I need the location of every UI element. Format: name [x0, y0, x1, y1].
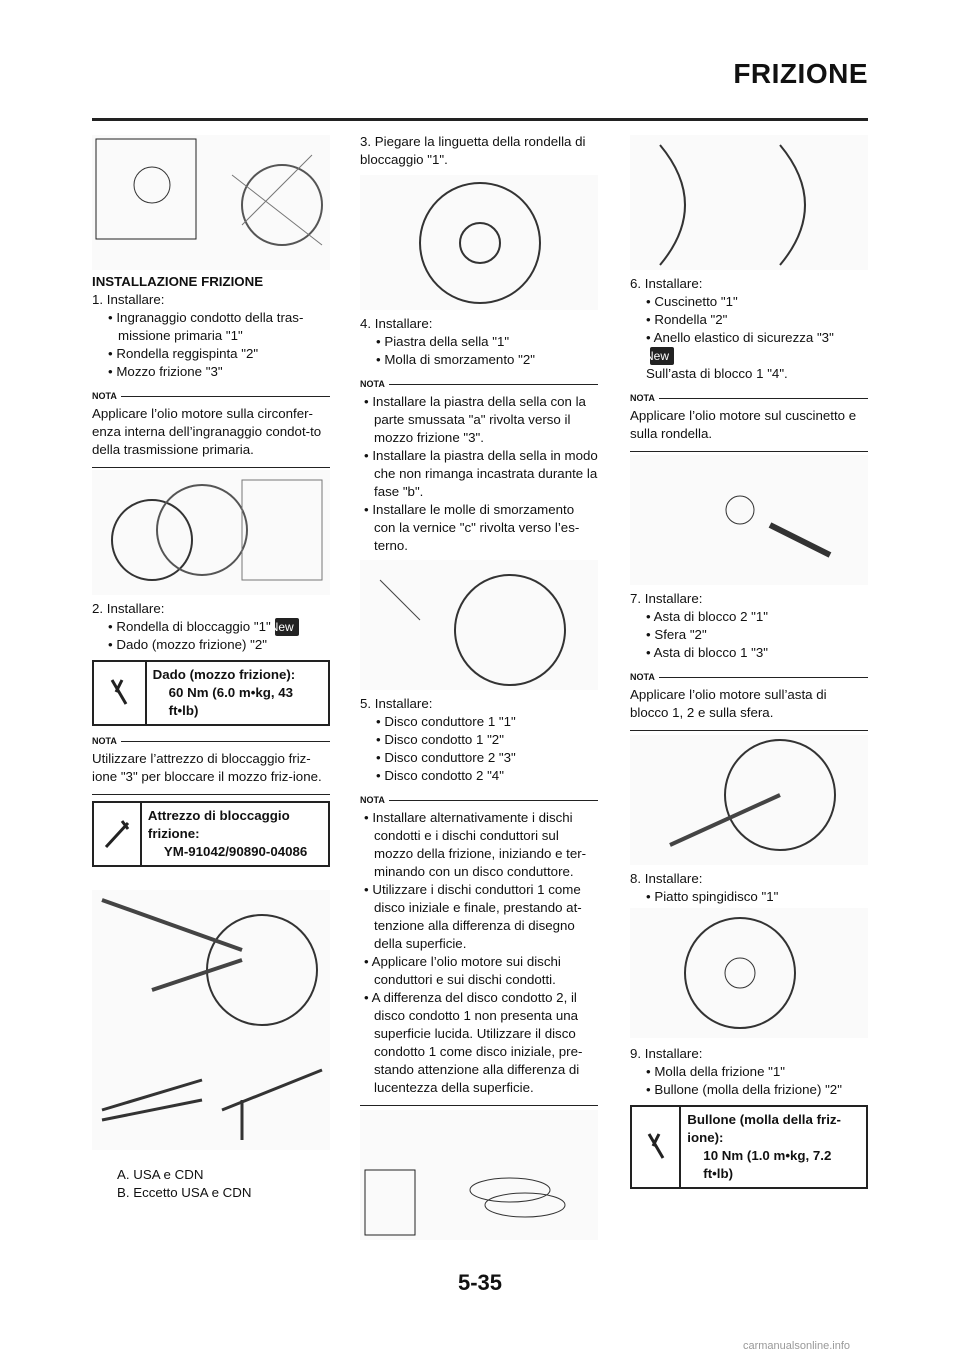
caption-b: B. Eccetto USA e CDN [117, 1185, 252, 1200]
nota-text: Applicare l’olio motore sull’asta di blo… [630, 686, 868, 731]
column-3-c: 8. Installare: • Piatto spingidisco "1" [630, 870, 868, 906]
nota-item: • Utilizzare i dischi conduttori 1 come … [364, 882, 582, 951]
list-item: • Asta di blocco 2 "1" [646, 609, 769, 624]
column-3-d: 9. Installare: • Molla della frizione "1… [630, 1045, 868, 1189]
list-item: • Piatto spingidisco "1" [646, 889, 779, 904]
spec-box: Dado (mozzo frizione): 60 Nm (6.0 m•kg, 4… [92, 660, 330, 726]
figure-clutch-discs [630, 135, 868, 270]
nota-list: • Installare la piastra della sella con … [360, 393, 598, 564]
wrench-icon [632, 1107, 682, 1187]
nota-label: NOTA [92, 387, 330, 405]
figure-clutch-plates [360, 1110, 598, 1240]
column-2: 3. Piegare la linguetta della rondella d… [360, 133, 598, 169]
list-item: • Molla di smorzamento "2" [376, 352, 535, 367]
spec-title: Attrezzo di bloccaggio frizione: [147, 808, 290, 841]
wrench-icon [94, 662, 147, 724]
nota-text: Applicare l’olio motore sul cuscinetto e… [630, 407, 868, 452]
step-6: 6. Installare: [630, 276, 703, 291]
nota-block: NOTA Applicare l’olio motore sull’asta d… [630, 668, 868, 731]
nota-label: NOTA [630, 389, 868, 407]
nota-item: • Installare le molle di smorzamento con… [364, 502, 580, 553]
nota-block: NOTA Applicare l’olio motore sulla circo… [92, 387, 330, 468]
step-3: 3. Piegare la linguetta della rondella d… [360, 134, 586, 167]
list-item: • Rondella reggispinta "2" [108, 346, 259, 361]
spec-title: Dado (mozzo frizione): [152, 667, 296, 682]
new-badge: New [270, 618, 299, 636]
list-item: • Sfera "2" [646, 627, 707, 642]
column-3: 6. Installare: • Cuscinetto "1" • Rondel… [630, 275, 868, 456]
tool-icon [94, 803, 142, 865]
list-item: • Dado (mozzo frizione) "2" [108, 637, 267, 652]
spec-value: 60 Nm (6.0 m•kg, 43 ft•lb) [168, 685, 294, 718]
nota-block: NOTA • Installare la piastra della sella… [360, 375, 598, 564]
list-item: • Disco condotto 2 "4" [376, 768, 504, 783]
column-1-b: 2. Installare: • Rondella di bloccaggio … [92, 600, 330, 867]
caption-a: A. USA e CDN [117, 1167, 204, 1182]
nota-block: NOTA Utilizzare l’attrezzo di bloccaggio… [92, 732, 330, 795]
figure-tools-a-b [92, 1040, 330, 1150]
spec-title: Bullone (molla della friz-ione): [687, 1112, 841, 1145]
figure-holding-tool [92, 890, 330, 1040]
new-badge: New [645, 347, 675, 365]
list-item: • Piastra della sella "1" [376, 334, 510, 349]
column-2-c: 5. Installare: • Disco conduttore 1 "1" … [360, 695, 598, 1110]
nota-block: NOTA Applicare l’olio motore sul cuscine… [630, 389, 868, 452]
list-item: • Rondella "2" [646, 312, 728, 327]
list-item: • Bullone (molla della frizione) "2" [646, 1082, 842, 1097]
figure-hub-gear [92, 135, 330, 270]
step-4: 4. Installare: [360, 316, 433, 331]
nota-text: Utilizzare l’attrezzo di bloccaggio friz… [92, 750, 330, 795]
footer-watermark: carmanualsonline.info [742, 1340, 850, 1352]
spec-box: Bullone (molla della friz-ione):10 Nm (1… [630, 1105, 868, 1189]
list-item: Sull’asta di blocco 1 "4". [646, 366, 788, 381]
figure-damper-springs [360, 560, 598, 690]
column-3-b: 7. Installare: • Asta di blocco 2 "1" • … [630, 590, 868, 735]
step-8: 8. Installare: [630, 871, 703, 886]
nota-item: • Installare la piastra della sella con … [364, 394, 586, 445]
spec-value: 10 Nm (1.0 m•kg, 7.2 ft•lb) [703, 1148, 832, 1181]
header-rule [92, 118, 868, 121]
page-number: 5-35 [457, 1270, 503, 1295]
nota-label: NOTA [360, 375, 598, 393]
step-9: 9. Installare: [630, 1046, 703, 1061]
list-item: New [630, 347, 868, 365]
figure-clutch-hub [92, 470, 330, 595]
list-item: • Rondella di bloccaggio "1"New [92, 618, 330, 636]
nota-item: • Installare alternativamente i dischi c… [364, 810, 587, 879]
list-item: • Anello elastico di sicurezza "3" [646, 330, 834, 345]
figure-rod-install [630, 735, 868, 865]
list-item: • Asta di blocco 1 "3" [646, 645, 769, 660]
list-item: • Disco condotto 1 "2" [376, 732, 504, 747]
list-item: • Disco conduttore 2 "3" [376, 750, 516, 765]
figure-push-rod [630, 455, 868, 585]
column-1: INSTALLAZIONE FRIZIONE 1. Installare: • … [92, 273, 330, 472]
spec-value: YM-91042/90890-04086 [163, 844, 308, 859]
list-item: • Cuscinetto "1" [646, 294, 738, 309]
nota-block: NOTA • Installare alternativamente i dis… [360, 791, 598, 1106]
spec-box: Attrezzo di bloccaggio frizione: YM-91042… [92, 801, 330, 867]
nota-label: NOTA [92, 732, 330, 750]
page-title: FRIZIONE [733, 58, 868, 89]
step-5: 5. Installare: [360, 696, 433, 711]
step-2: 2. Installare: [92, 601, 165, 616]
nota-text: Applicare l’olio motore sulla circonfer-… [92, 405, 330, 468]
step-1: 1. Installare: [92, 292, 165, 307]
list-item: • Ingranaggio condotto della tras-missio… [108, 310, 304, 343]
list-item-text: • Rondella di bloccaggio "1" [108, 619, 271, 634]
nota-item: • A differenza del disco condotto 2, il … [364, 990, 583, 1095]
nota-item: • Applicare l’olio motore sui dischi con… [364, 954, 561, 987]
section-title: INSTALLAZIONE FRIZIONE [92, 274, 264, 289]
list-item: • Mozzo frizione "3" [108, 364, 223, 379]
nota-label: NOTA [630, 668, 868, 686]
list-item: • Molla della frizione "1" [646, 1064, 786, 1079]
captions: A. USA e CDN B. Eccetto USA e CDN [117, 1166, 355, 1202]
figure-pressure-plate [630, 908, 868, 1038]
figure-lock-washer [360, 175, 598, 310]
nota-item: • Installare la piastra della sella in m… [364, 448, 598, 499]
step-7: 7. Installare: [630, 591, 703, 606]
nota-label: NOTA [360, 791, 598, 809]
column-2-b: 4. Installare: • Piastra della sella "1"… [360, 315, 598, 568]
nota-list: • Installare alternativamente i dischi c… [360, 809, 598, 1106]
list-item: • Disco conduttore 1 "1" [376, 714, 516, 729]
